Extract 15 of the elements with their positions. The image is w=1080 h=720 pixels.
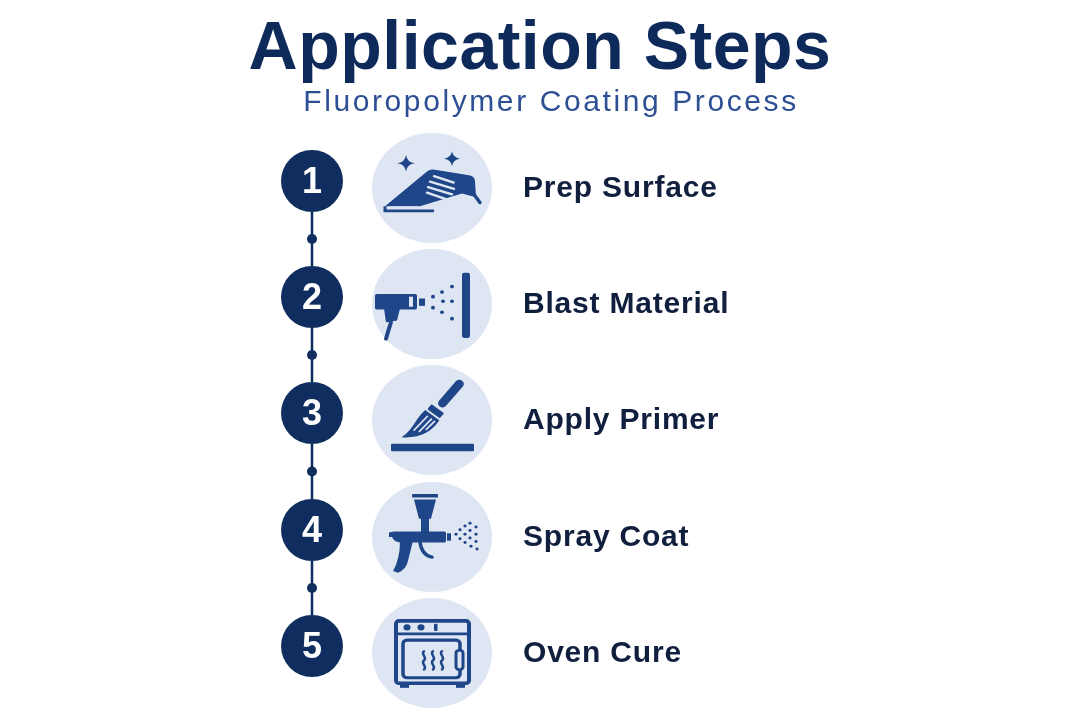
step-label: Spray Coat xyxy=(523,518,690,554)
step-number-circle: 3 xyxy=(281,382,343,444)
step-label: Apply Primer xyxy=(523,401,720,437)
step-number-circle: 5 xyxy=(281,615,343,677)
subtitle: Fluoropolymer Coating Process xyxy=(303,84,799,117)
connector-line xyxy=(310,328,314,382)
step-label: Blast Material xyxy=(523,285,730,321)
step-number-circle: 1 xyxy=(281,150,343,212)
connector-line xyxy=(310,212,314,266)
step-label: Oven Cure xyxy=(523,634,682,670)
step-label: Prep Surface xyxy=(523,169,718,205)
step-number-circle: 4 xyxy=(281,499,343,561)
connector-line xyxy=(310,444,314,499)
step-number-circle: 2 xyxy=(281,266,343,328)
connector-line xyxy=(310,561,314,615)
